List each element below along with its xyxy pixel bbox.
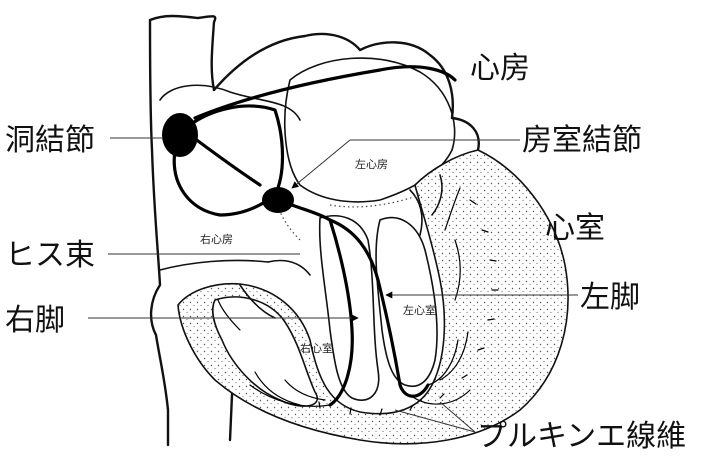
left-ventricle-cavity [376,218,437,387]
bundle-of-his-label: ヒス束 [5,238,95,273]
av-node-label: 房室結節 [522,123,642,158]
bachmann-bundle [195,67,455,118]
av-node-leader-diag [292,140,350,188]
ventricles-label: 心室 [545,211,605,246]
atria-label: 心房 [470,51,530,86]
superior-vena-cava [150,16,215,445]
internodal-pathway-anterior [190,106,283,195]
sinus-node [162,113,198,157]
sinus-node-label: 洞結節 [5,123,95,158]
left-bundle-label: 左脚 [580,280,640,315]
internodal-pathway-middle [190,135,260,185]
left-ventricle-label: 左心室 [403,303,436,317]
purkinje-fibers-label: プルキンエ線維 [477,419,686,454]
aorta-outline [214,34,479,150]
internodal-pathway-posterior [174,150,265,215]
right-ventricle-label: 右心室 [300,341,333,355]
right-bundle-label: 右脚 [5,303,65,338]
av-node [262,187,294,213]
right-atrium-label: 右心房 [200,232,233,246]
left-atrium-label: 左心房 [355,158,388,171]
bundle-of-his [292,205,330,220]
